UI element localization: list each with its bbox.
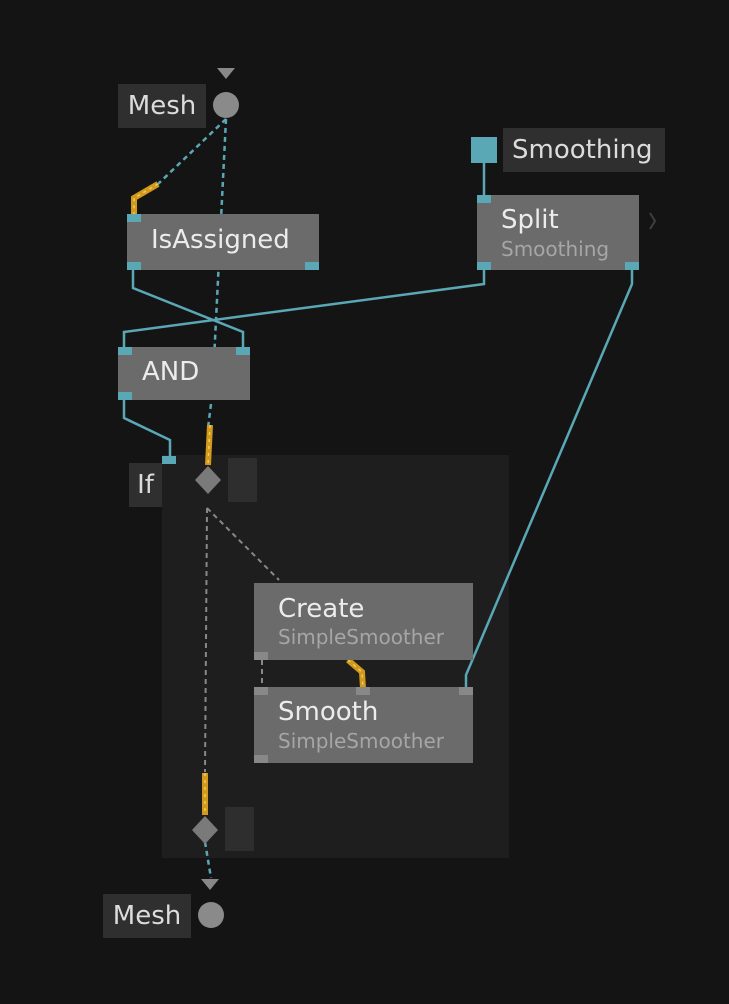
- wire-and-to-if[interactable]: [122, 400, 172, 456]
- graph-output-port-icon[interactable]: [198, 902, 224, 928]
- node-smooth-title: Smooth: [278, 697, 379, 727]
- node-smooth-smoother-port[interactable]: [356, 687, 370, 695]
- wire-isassigned-to-and[interactable]: [131, 270, 245, 347]
- if-condition-port[interactable]: [162, 456, 176, 464]
- node-split-input-port[interactable]: [477, 195, 491, 203]
- node-split-title: Split: [501, 205, 559, 235]
- if-block-label: If: [129, 463, 162, 507]
- node-smooth[interactable]: Smooth SimpleSmoother: [254, 687, 473, 763]
- graph-input-arrow-icon: [217, 68, 235, 79]
- node-smooth-subtitle: SimpleSmoother: [278, 729, 444, 753]
- exec-wire-if-bypass[interactable]: [204, 507, 208, 773]
- node-isassigned[interactable]: IsAssigned: [127, 214, 319, 270]
- highlight-if-input: [205, 424, 213, 466]
- node-and-output-port[interactable]: [118, 392, 132, 400]
- if-output-handle[interactable]: [225, 807, 254, 851]
- node-smooth-exec-in-port[interactable]: [254, 687, 268, 695]
- if-block-label-text: If: [137, 470, 154, 500]
- wire-if-to-mesh-output[interactable]: [203, 841, 213, 879]
- if-output-diamond-icon[interactable]: [192, 816, 218, 844]
- graph-output-arrow-icon: [201, 879, 219, 890]
- node-isassigned-output-false-port[interactable]: [305, 262, 319, 270]
- node-split[interactable]: Split Smoothing: [477, 195, 639, 270]
- smoothing-input-label: Smoothing: [503, 128, 665, 172]
- node-isassigned-title: IsAssigned: [151, 225, 290, 255]
- if-input-diamond-icon[interactable]: [195, 466, 221, 494]
- node-and-input-a-port[interactable]: [118, 347, 132, 355]
- wire-split-to-smooth[interactable]: [464, 270, 634, 688]
- smoothing-input-port-icon[interactable]: [471, 137, 497, 163]
- node-and[interactable]: AND: [118, 347, 250, 400]
- graph-output-label-text: Mesh: [112, 901, 182, 931]
- node-create-title: Create: [278, 594, 365, 624]
- node-create-exec-out-port[interactable]: [254, 652, 268, 660]
- graph-input-label-text: Mesh: [127, 91, 197, 121]
- node-and-title: AND: [142, 357, 200, 387]
- wire-mesh-to-isassigned[interactable]: [157, 118, 227, 185]
- smoothing-input-label-text: Smoothing: [512, 135, 653, 165]
- exec-wire-if-to-create[interactable]: [206, 507, 280, 581]
- node-create-subtitle: SimpleSmoother: [278, 625, 444, 649]
- node-split-subtitle: Smoothing: [501, 237, 610, 261]
- node-isassigned-input-port[interactable]: [127, 214, 141, 222]
- node-split-output-right-port[interactable]: [625, 262, 639, 270]
- node-smooth-exec-out-port[interactable]: [254, 755, 268, 763]
- graph-input-label: Mesh: [118, 84, 206, 128]
- node-smooth-mesh-port[interactable]: [459, 687, 473, 695]
- if-input-handle[interactable]: [228, 458, 257, 502]
- node-isassigned-output-true-port[interactable]: [127, 262, 141, 270]
- graph-input-port-icon[interactable]: [213, 92, 239, 118]
- node-split-output-left-port[interactable]: [477, 262, 491, 270]
- node-create[interactable]: Create SimpleSmoother: [254, 583, 473, 660]
- highlight-isassigned-input: [131, 181, 160, 214]
- chevron-right-icon[interactable]: [649, 212, 657, 230]
- graph-output-label: Mesh: [103, 894, 191, 938]
- wire-split-to-and[interactable]: [122, 270, 486, 347]
- node-and-input-b-port[interactable]: [236, 347, 250, 355]
- wire-mesh-to-if-lower[interactable]: [206, 403, 213, 429]
